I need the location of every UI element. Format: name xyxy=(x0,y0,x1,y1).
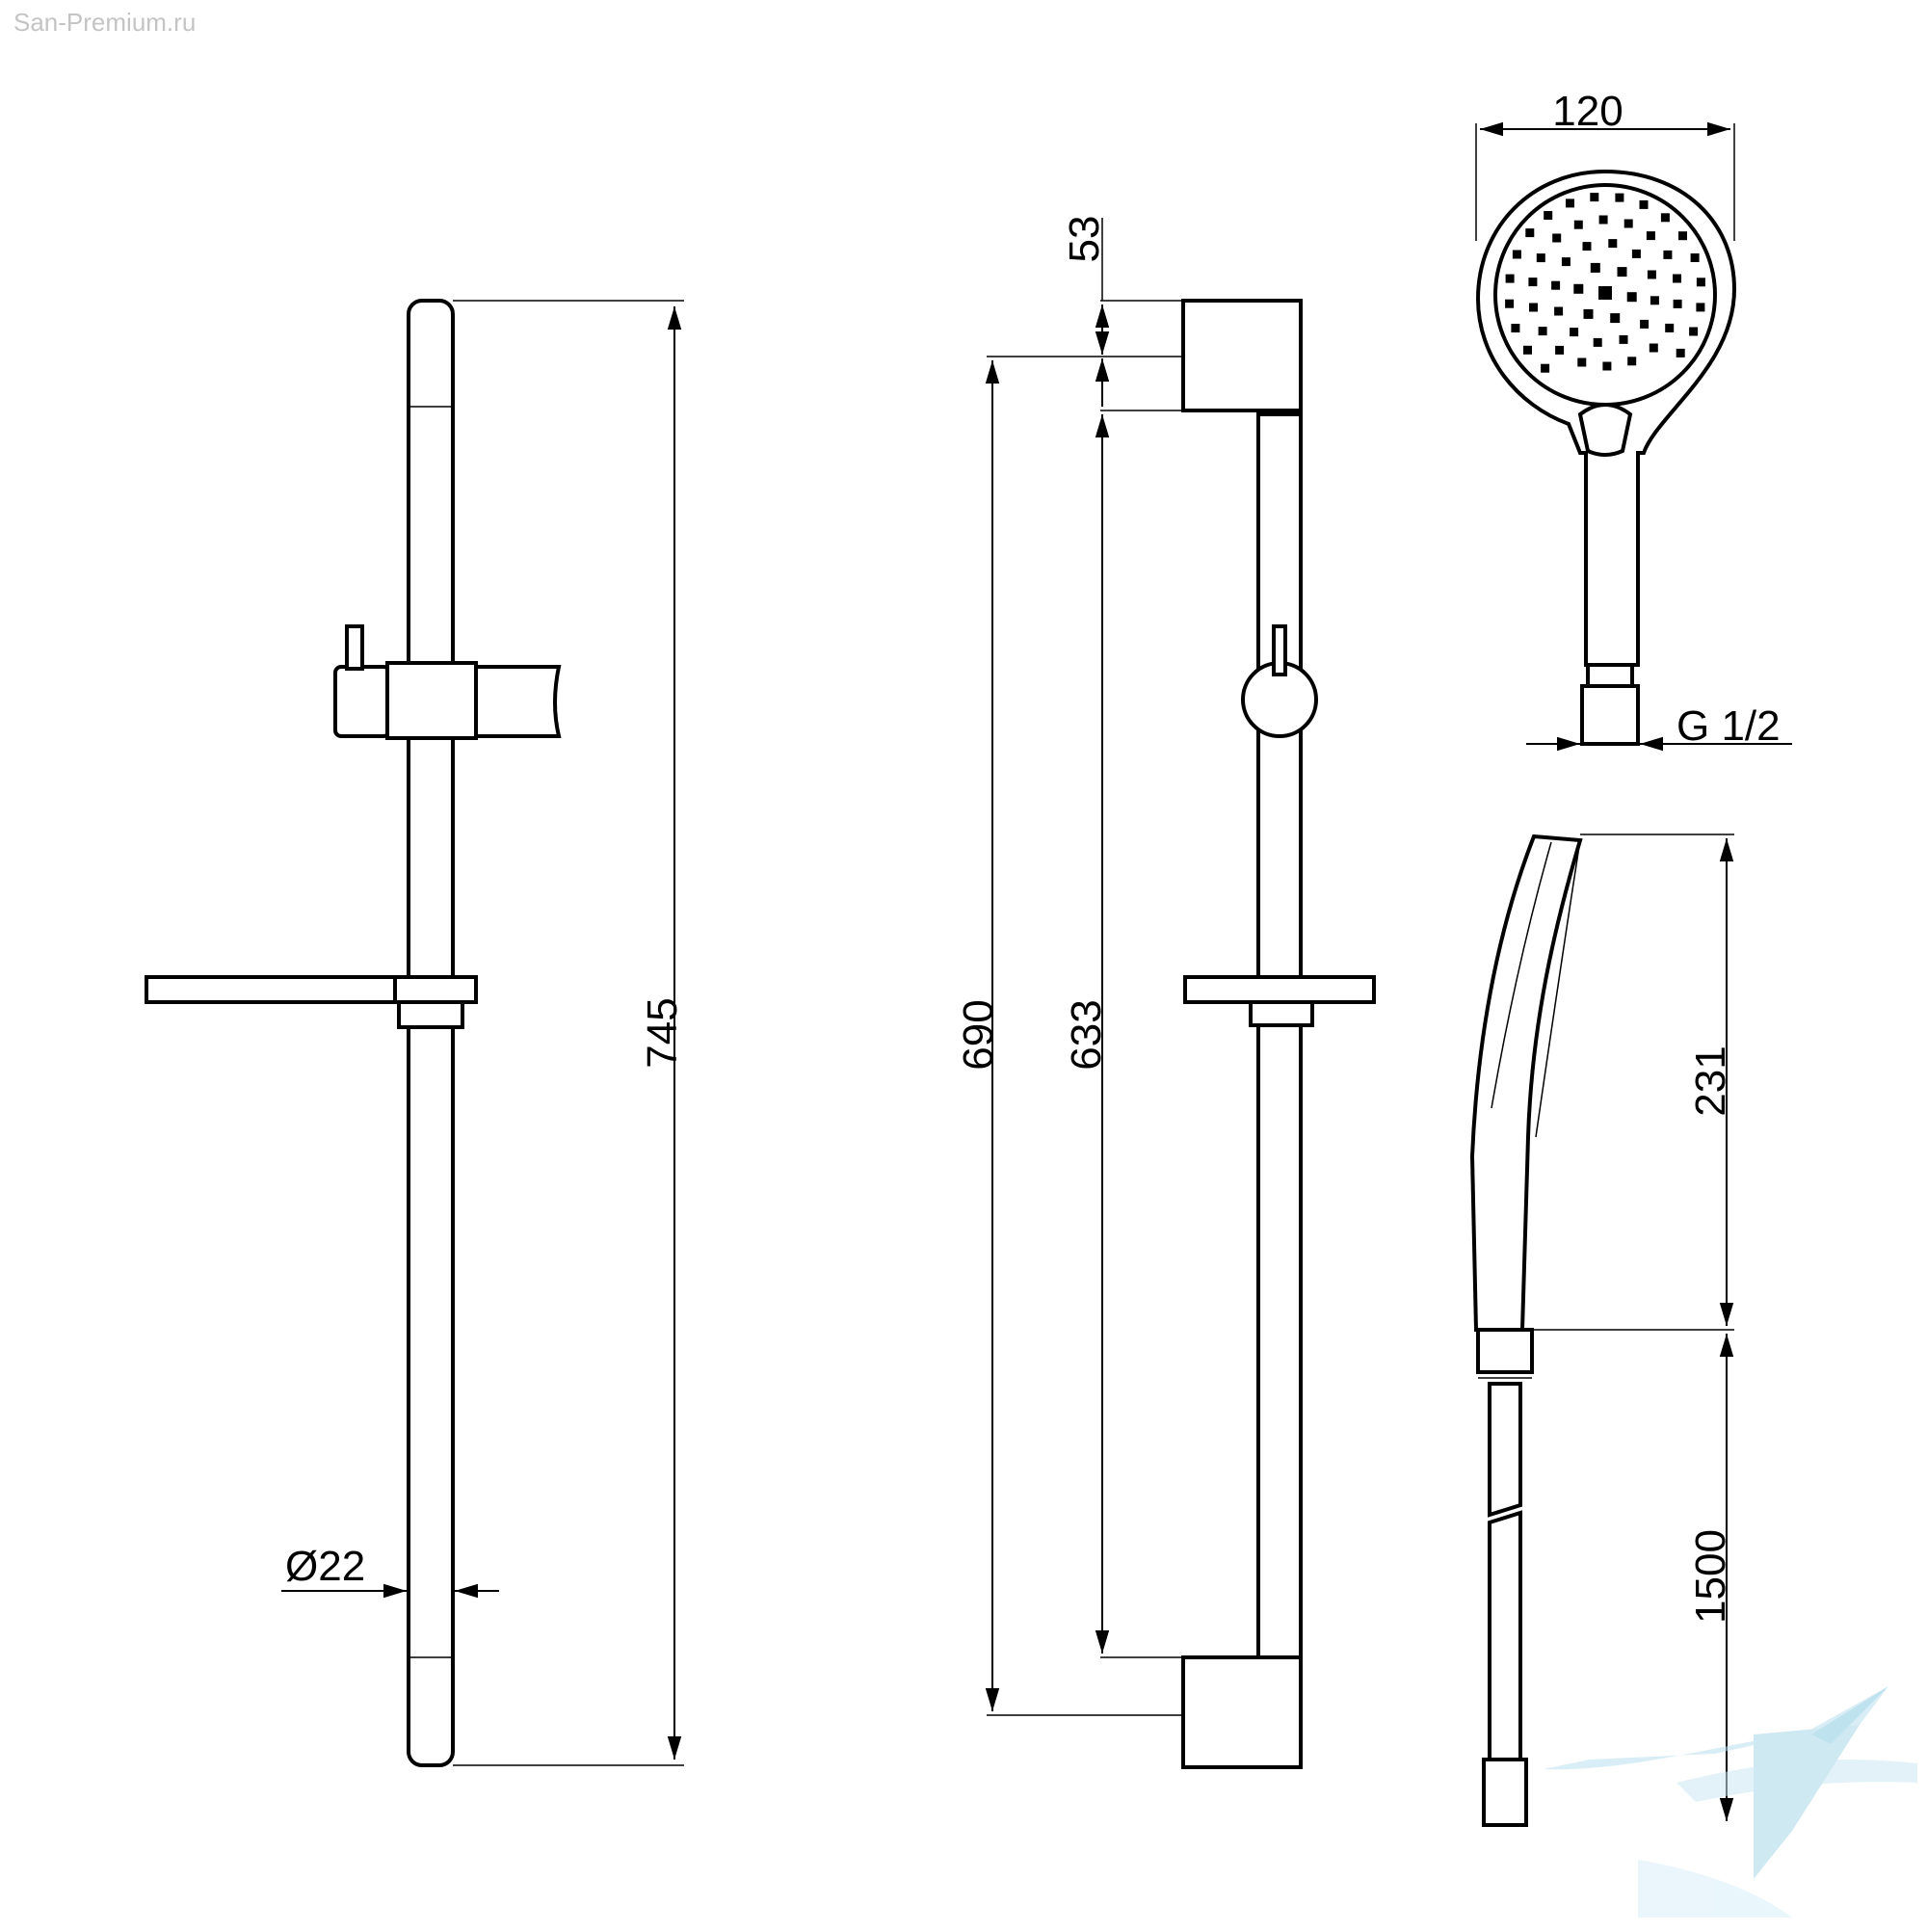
nozzle xyxy=(1676,348,1685,357)
hand-shower-side: 231 1500 xyxy=(1469,834,1734,1827)
nozzle xyxy=(1663,250,1673,259)
nozzle xyxy=(1660,213,1670,223)
nozzle xyxy=(1505,299,1515,308)
nozzle xyxy=(1649,343,1658,353)
nozzle xyxy=(1696,303,1705,312)
nozzle xyxy=(1554,306,1564,316)
nozzle xyxy=(1627,357,1637,366)
nozzle xyxy=(1551,280,1561,290)
nozzle xyxy=(1696,278,1705,287)
hose-lower xyxy=(1488,1510,1522,1761)
length-dimension: 231 xyxy=(1687,1045,1734,1116)
nozzle xyxy=(1525,228,1535,238)
side-shelf xyxy=(1183,975,1376,1004)
diameter-dimension: Ø22 xyxy=(285,1543,365,1590)
shower-cradle xyxy=(474,665,562,738)
slide-rail xyxy=(407,299,455,1767)
slider-body xyxy=(385,661,478,740)
nozzle xyxy=(1566,198,1574,208)
nozzle xyxy=(1573,220,1583,229)
nozzle xyxy=(1602,361,1612,371)
side-view: 53 690 633 xyxy=(955,216,1376,1769)
nozzle-pattern xyxy=(1505,193,1705,373)
nozzle xyxy=(1610,313,1621,324)
nozzle xyxy=(1593,337,1602,347)
nozzle xyxy=(1631,249,1641,258)
overall-dimension: 690 xyxy=(955,999,1002,1070)
nozzle xyxy=(1552,233,1562,243)
front-view: 745 Ø22 xyxy=(145,299,686,1767)
nozzle xyxy=(1573,283,1584,294)
nozzle xyxy=(1598,286,1612,300)
bathtub-logo-icon xyxy=(1544,1686,1917,1918)
nozzle xyxy=(1619,334,1628,344)
top-offset-dimension: 53 xyxy=(1061,216,1108,263)
nozzle xyxy=(1689,327,1699,336)
nozzle xyxy=(1678,231,1687,241)
nozzle xyxy=(1555,345,1565,355)
shower-side-profile xyxy=(1469,834,1583,1332)
nozzle xyxy=(1511,324,1520,332)
nozzle xyxy=(1523,345,1532,355)
width-dimension: 120 xyxy=(1552,88,1623,135)
nozzle xyxy=(1690,253,1700,262)
nozzle xyxy=(1673,299,1682,308)
nozzle xyxy=(1646,231,1655,241)
nozzle xyxy=(1608,239,1618,249)
nozzle xyxy=(1623,219,1633,228)
hose-connector xyxy=(1586,663,1634,688)
side-connector xyxy=(1476,1328,1534,1374)
side-rail xyxy=(1256,412,1303,1659)
hose-end-nut xyxy=(1482,1758,1528,1827)
nozzle xyxy=(1647,270,1656,279)
inner-dimension: 633 xyxy=(1063,999,1110,1070)
nozzle xyxy=(1626,292,1637,303)
thread-dimension: G 1/2 xyxy=(1676,702,1781,750)
nozzle xyxy=(1544,211,1553,220)
slider-knob xyxy=(333,665,391,738)
nozzle xyxy=(1570,328,1579,337)
hose-length-dimension: 1500 xyxy=(1687,1529,1734,1624)
nozzle xyxy=(1650,296,1659,305)
nozzle xyxy=(1615,193,1624,202)
slider-pin xyxy=(345,624,364,671)
site-watermark: San-Premium.ru xyxy=(13,8,197,37)
nozzle xyxy=(1512,250,1521,259)
hand-shower-front: 120 G 1/2 xyxy=(1475,88,1792,752)
nozzle xyxy=(1590,262,1600,273)
nozzle xyxy=(1617,267,1627,278)
nozzle xyxy=(1529,303,1538,312)
nozzle xyxy=(1505,274,1515,283)
nozzle xyxy=(1541,363,1550,373)
nozzle xyxy=(1536,253,1545,263)
nozzle xyxy=(1583,308,1594,319)
nozzle xyxy=(1590,193,1599,202)
nozzle xyxy=(1561,257,1571,267)
nozzle xyxy=(1673,274,1681,283)
shelf-clamp xyxy=(397,1000,464,1029)
nozzle xyxy=(1640,319,1650,329)
height-dimension: 745 xyxy=(639,997,686,1068)
nozzle xyxy=(1538,327,1547,336)
nozzle xyxy=(1598,215,1608,225)
nozzle xyxy=(1665,323,1675,332)
spray-selector-button xyxy=(1577,403,1633,457)
nozzle xyxy=(1582,242,1592,251)
bottom-bracket xyxy=(1181,1655,1303,1769)
nozzle xyxy=(1577,357,1587,367)
hose-upper xyxy=(1488,1382,1522,1518)
nozzle xyxy=(1528,278,1538,287)
top-bracket xyxy=(1181,299,1303,412)
nozzle xyxy=(1639,199,1649,209)
